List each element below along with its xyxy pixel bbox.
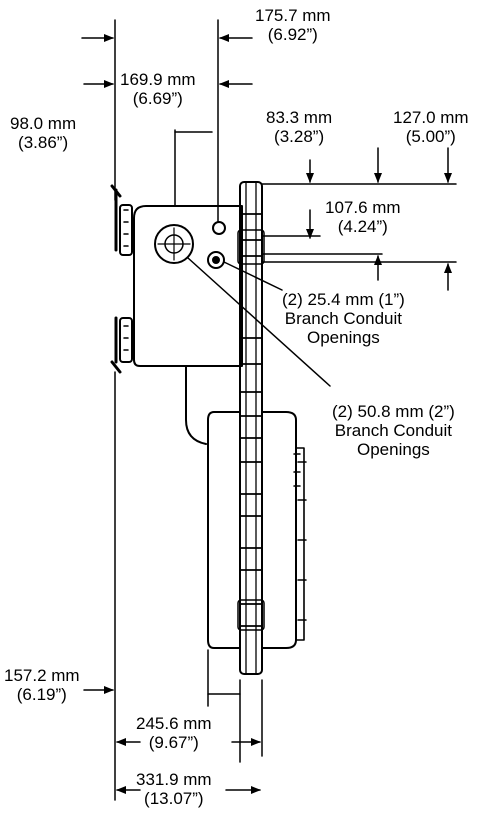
dim-157-2-label: 157.2 mm(6.19”) bbox=[4, 666, 80, 704]
enclosure-body bbox=[133, 205, 243, 445]
dim-98-0-label: 98.0 mm(3.86”) bbox=[10, 114, 77, 152]
dim-175-7-label: 175.7 mm(6.92”) bbox=[255, 6, 331, 44]
dim-127-0-label: 127.0 mm(5.00”) bbox=[393, 108, 469, 146]
dim-331-9-label: 331.9 mm(13.07”) bbox=[136, 770, 212, 808]
dimension-arrows bbox=[81, 34, 452, 794]
panel-front-plate bbox=[237, 181, 265, 675]
large-conduit-callout: (2) 50.8 mm (2”) Branch Conduit Openings bbox=[332, 402, 455, 459]
callout-leaders bbox=[187, 257, 331, 387]
large-conduit-opening bbox=[154, 224, 194, 264]
dim-169-9-label: 169.9 mm(6.69”) bbox=[120, 70, 196, 108]
dim-107-6-label: 107.6 mm(4.24”) bbox=[325, 198, 401, 236]
lower-enclosure-box bbox=[207, 411, 307, 649]
small-conduit-opening bbox=[207, 221, 226, 269]
dim-245-6-label: 245.6 mm(9.67”) bbox=[136, 714, 212, 752]
wall-rail bbox=[110, 184, 122, 374]
dim-83-3-label: 83.3 mm(3.28”) bbox=[266, 108, 333, 146]
small-conduit-callout: (2) 25.4 mm (1”) Branch Conduit Openings bbox=[282, 290, 405, 347]
mounting-bracket bbox=[119, 204, 133, 363]
